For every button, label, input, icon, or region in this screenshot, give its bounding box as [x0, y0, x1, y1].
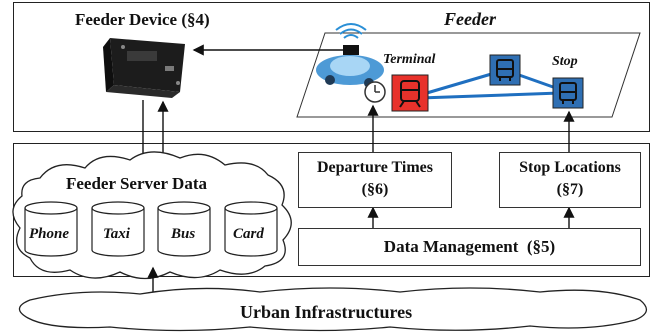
server-cloud: [12, 151, 292, 280]
feeder-device-icon: [103, 38, 185, 98]
stoploc-line1: Stop Locations: [519, 159, 621, 176]
stoploc-line2: (§7): [556, 181, 584, 198]
urban-infrastructures-label: Urban Infrastructures: [240, 302, 413, 322]
dataset-taxi: Taxi: [103, 226, 130, 242]
feeder-title: Feeder: [444, 9, 496, 29]
server-title: Feeder Server Data: [66, 174, 207, 193]
departure-line2: (§6): [361, 181, 389, 198]
cylinder-taxi: [91, 201, 145, 257]
clock-icon: [364, 81, 386, 103]
departure-line1: Departure Times: [317, 159, 433, 176]
dataset-phone: Phone: [29, 226, 70, 242]
cylinder-card: [224, 201, 278, 257]
data-management-box: Data Management (§5): [298, 228, 641, 266]
terminal-train-icon: [391, 74, 429, 112]
feeder-region: [296, 32, 641, 118]
cylinder-bus: [157, 201, 211, 257]
terminal-label: Terminal: [383, 52, 436, 67]
wifi-icon: [335, 23, 367, 39]
device-title: Feeder Device (§4): [75, 10, 210, 29]
urban-cloud: [18, 287, 647, 332]
dataset-card: Card: [233, 226, 264, 242]
stop-locations-box: Stop Locations (§7): [499, 152, 641, 208]
cylinder-phone: [24, 201, 78, 257]
departure-times-box: Departure Times (§6): [298, 152, 452, 208]
dataset-bus: Bus: [171, 226, 196, 242]
bus-stop-icon-middle: [489, 54, 521, 86]
car-icon: [316, 45, 384, 88]
stop-bus-icon: [552, 77, 584, 109]
stop-label: Stop: [552, 54, 578, 69]
